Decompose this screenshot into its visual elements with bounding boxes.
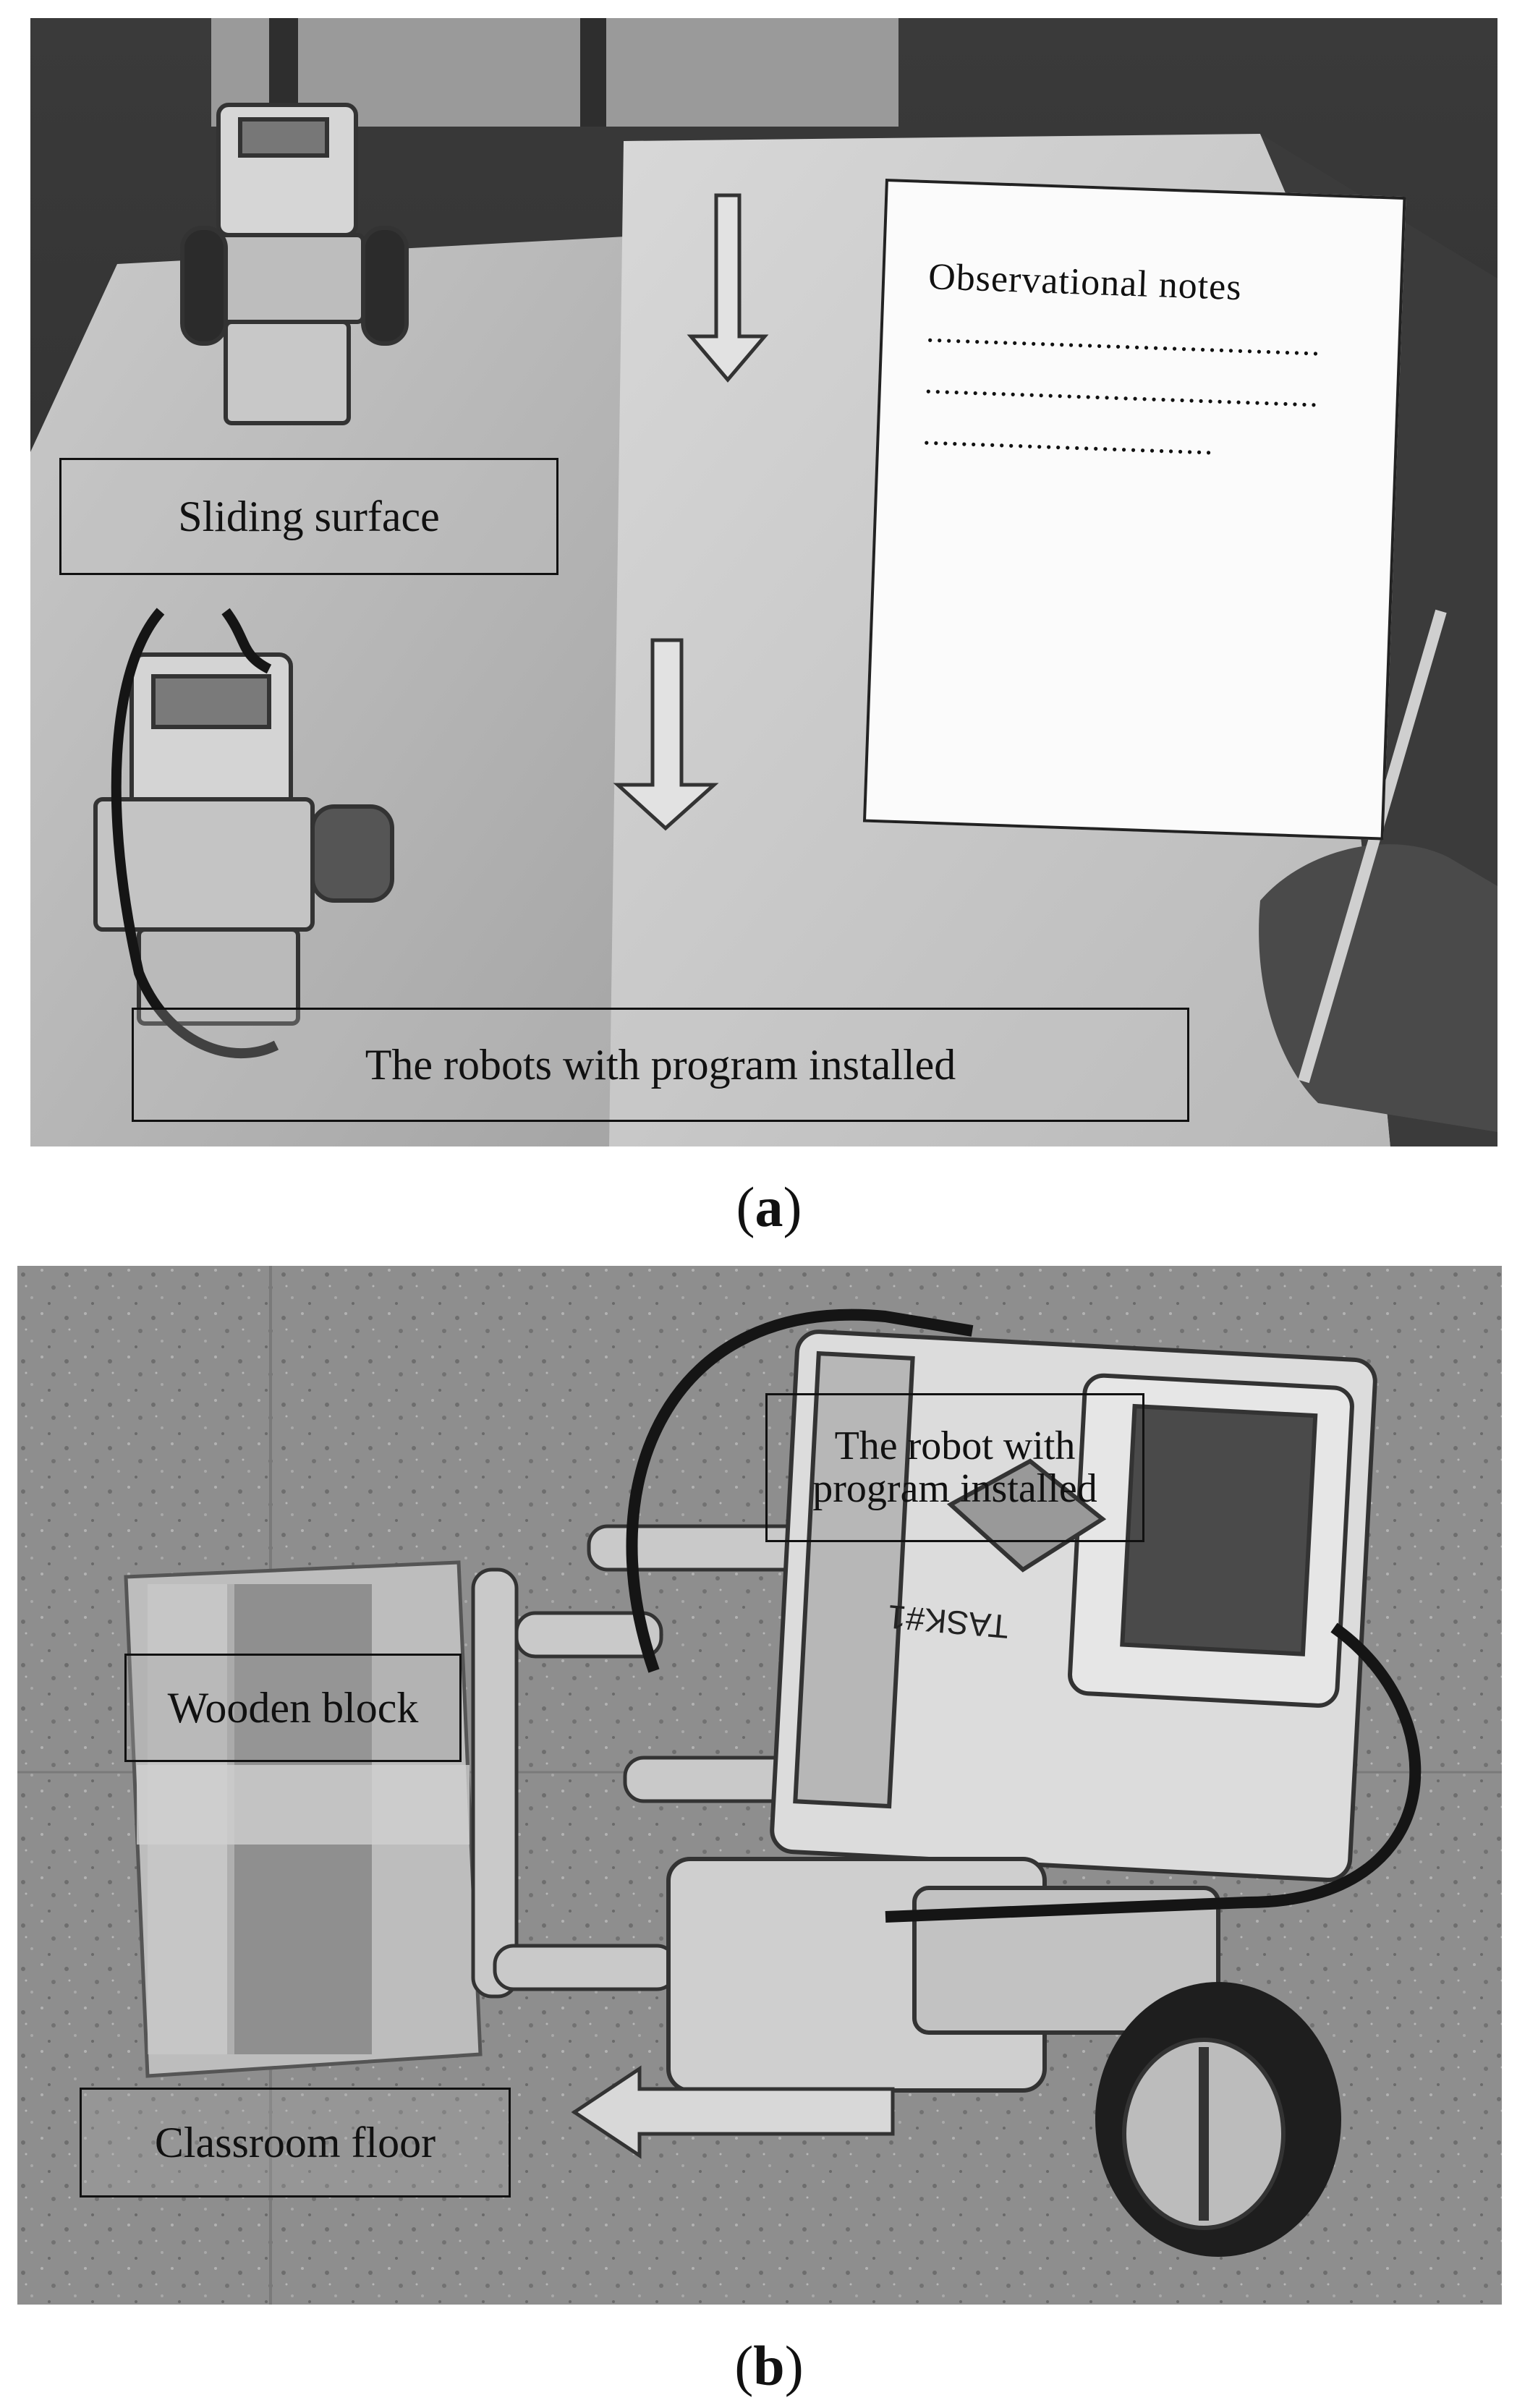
caption-b-letter: b xyxy=(753,2334,785,2397)
robot-bottom xyxy=(93,652,394,1026)
caption-b: (b) xyxy=(0,2338,1538,2394)
robot-cable-b xyxy=(626,1309,974,1673)
caption-b-open: ( xyxy=(734,2334,754,2397)
observational-notes-card: Observational notes ....................… xyxy=(862,179,1406,841)
robot-main xyxy=(666,1329,1377,2093)
label-sliding-surface-text: Sliding surface xyxy=(178,492,440,540)
label-classroom-floor-text: Classroom floor xyxy=(154,2118,436,2166)
caption-b-close: ) xyxy=(784,2334,804,2397)
notes-line-3: ............................... xyxy=(922,416,1215,462)
wooden-block xyxy=(124,1560,483,2078)
hand xyxy=(1259,844,1497,1132)
label-classroom-floor: Classroom floor xyxy=(80,2088,511,2198)
photo-panel-a: Sliding surface The robots with program … xyxy=(30,18,1497,1146)
pencil xyxy=(1298,609,1447,1084)
caption-a-close: ) xyxy=(783,1175,802,1238)
notes-line-2: ........................................… xyxy=(924,365,1320,414)
notes-line-1: ........................................… xyxy=(925,313,1322,363)
robot-cable xyxy=(111,608,279,1059)
caption-a-letter: a xyxy=(755,1175,783,1238)
caption-a-open: ( xyxy=(736,1175,755,1238)
down-arrow-upper xyxy=(687,193,769,383)
notes-title: Observational notes xyxy=(927,256,1243,309)
photo-b-scene: TASK#1 xyxy=(17,1266,1502,2305)
down-arrow-lower xyxy=(613,638,719,831)
label-robot-program: The robot with program installed xyxy=(765,1393,1144,1542)
robot-wheel xyxy=(1095,1982,1341,2257)
photo-panel-b: TASK#1 The robot with program installed … xyxy=(17,1266,1502,2305)
label-robots-program: The robots with program installed xyxy=(132,1008,1189,1122)
left-arrow xyxy=(571,2065,895,2159)
label-robot-program-text: The robot with program installed xyxy=(812,1424,1097,1511)
label-sliding-surface: Sliding surface xyxy=(59,458,558,575)
label-wooden-block-text: Wooden block xyxy=(167,1683,419,1732)
label-robots-program-text: The robots with program installed xyxy=(365,1040,956,1089)
robot-top xyxy=(180,103,409,425)
caption-a: (a) xyxy=(0,1179,1538,1235)
label-wooden-block: Wooden block xyxy=(124,1654,462,1762)
